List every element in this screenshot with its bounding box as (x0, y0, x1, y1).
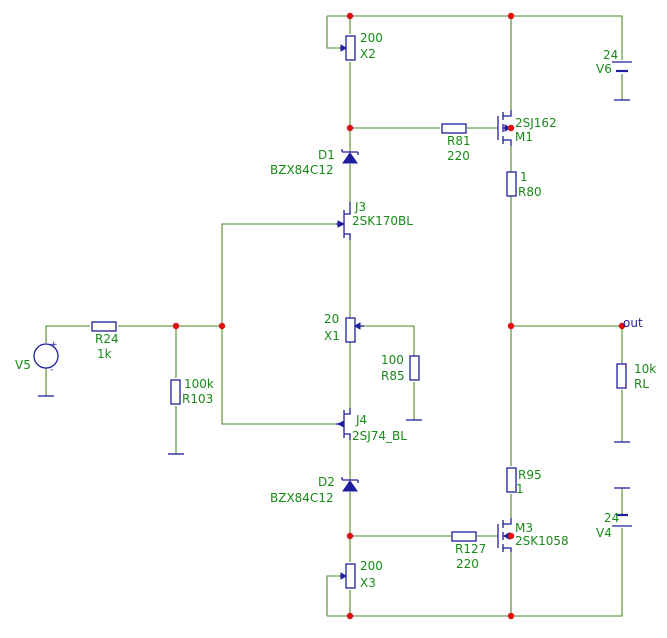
r85-ref: R85 (381, 369, 405, 383)
r103-value: 100k (184, 377, 214, 391)
r24-ref: R24 (95, 332, 119, 346)
r103-ref: R103 (182, 392, 213, 406)
rl-value: 10k (634, 362, 656, 376)
d2-ref: D2 (318, 475, 335, 489)
j3-ref: J3 (354, 200, 366, 214)
v4-ref: V4 (596, 526, 612, 540)
r95-value: 1 (516, 482, 524, 496)
x1-ref: X1 (324, 329, 340, 343)
resistor-rl (616, 363, 627, 389)
battery-v4 (612, 513, 632, 527)
j4-part: 2SJ74_BL (352, 429, 407, 443)
r127-ref: R127 (455, 542, 486, 556)
voltage-source-v5: + - (33, 340, 59, 375)
r80-value: 1 (520, 170, 528, 184)
v5-minus-sign: - (50, 365, 53, 375)
resistor-r80 (506, 171, 517, 197)
j3-part: 2SK170BL (352, 214, 413, 228)
j4-ref: J4 (355, 413, 367, 427)
d1-ref: D1 (318, 148, 335, 162)
d2-part: BZX84C12 (270, 491, 334, 505)
mosfet-m3 (497, 518, 512, 552)
v5-plus-sign: + (50, 340, 58, 350)
m3-ref: M3 (515, 521, 533, 535)
resistor-r81 (441, 123, 467, 134)
r81-value: 220 (447, 149, 470, 163)
potentiometer-x3 (340, 563, 356, 589)
mosfet-m1 (497, 110, 512, 146)
r85-value: 100 (381, 353, 404, 367)
potentiometer-x1 (345, 317, 364, 343)
r24-value: 1k (97, 347, 112, 361)
jfet-j3 (336, 202, 351, 240)
junction-nodes (172, 12, 626, 620)
resistor-r24 (91, 321, 117, 332)
r127-value: 220 (456, 557, 479, 571)
net-label-out: out (623, 316, 643, 330)
resistor-r127 (451, 531, 477, 542)
rl-ref: RL (634, 377, 649, 391)
r81-ref: R81 (447, 134, 471, 148)
v6-value: 24 (603, 48, 618, 62)
m1-ref: M1 (515, 130, 533, 144)
m1-part: 2SJ162 (515, 116, 557, 130)
resistor-r95 (506, 467, 517, 493)
resistor-r85 (409, 355, 420, 381)
x3-value: 200 (360, 559, 383, 573)
zener-diode-d1 (341, 149, 359, 164)
resistor-r103 (170, 379, 181, 405)
v6-ref: V6 (596, 62, 612, 76)
m3-part: 2SK1058 (515, 534, 569, 548)
r80-ref: R80 (518, 185, 542, 199)
potentiometer-x2 (340, 35, 356, 61)
r95-ref: R95 (518, 468, 542, 482)
v5-ref: V5 (15, 358, 31, 372)
x1-value: 20 (324, 312, 339, 326)
component-labels: 200 X2 24 V6 2SJ162 M1 R81 220 D1 BZX84C… (15, 31, 656, 590)
x2-ref: X2 (360, 47, 376, 61)
battery-v6 (612, 61, 632, 73)
zener-diode-d2 (341, 477, 359, 492)
ground-symbols (38, 99, 630, 489)
x2-value: 200 (360, 31, 383, 45)
jfet-j4 (336, 408, 351, 440)
d1-part: BZX84C12 (270, 163, 334, 177)
v4-value: 24 (604, 511, 619, 525)
x3-ref: X3 (360, 576, 376, 590)
